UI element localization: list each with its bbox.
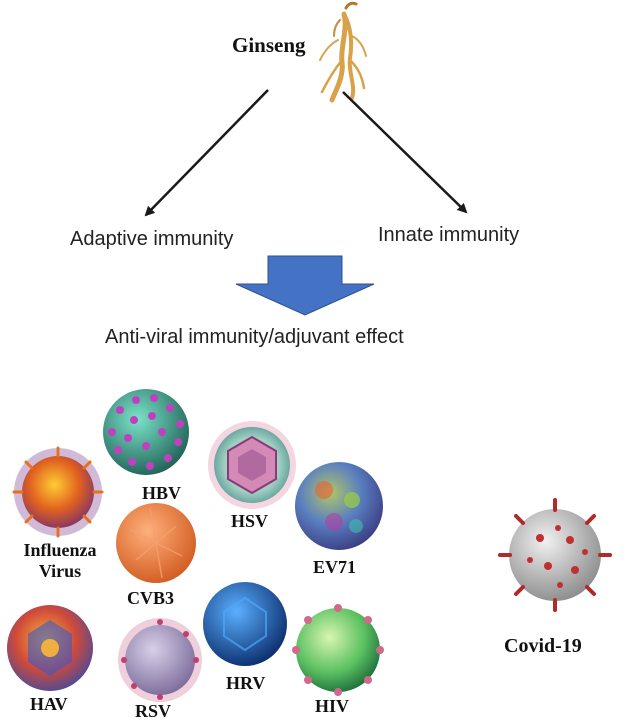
adaptive-immunity-label: Adaptive immunity (70, 228, 234, 250)
antiviral-effect-label: Anti-viral immunity/adjuvant effect (105, 326, 404, 348)
ginseng-label: Ginseng (232, 33, 306, 57)
hsv-virus-icon (208, 421, 296, 509)
hbv-label: HBV (142, 483, 182, 503)
hrv-virus-icon (203, 582, 287, 666)
ginseng-root-icon (319, 1, 367, 103)
cvb3-label: CVB3 (127, 588, 175, 608)
hbv-virus-icon (103, 389, 189, 475)
influenza-virus-icon (12, 446, 104, 538)
rsv-label: RSV (135, 701, 172, 721)
cvb3-virus-icon (116, 503, 196, 583)
covid-19-virus-icon (498, 498, 612, 612)
innate-immunity-label: Innate immunity (378, 224, 520, 246)
ev71-virus-icon (295, 462, 383, 550)
covid-19-label: Covid-19 (504, 635, 582, 657)
rsv-virus-icon (118, 618, 202, 702)
influenza-label: Influenza Virus (6, 540, 114, 582)
influenza-label-line1: Influenza (23, 540, 97, 560)
hiv-label: HIV (315, 696, 350, 716)
hav-label: HAV (30, 694, 68, 714)
hrv-label: HRV (226, 673, 266, 693)
hsv-label: HSV (231, 511, 269, 531)
arrow-to-adaptive (144, 89, 269, 217)
arrow-to-innate (342, 91, 468, 214)
block-arrow-down (235, 255, 375, 316)
influenza-label-line2: Virus (38, 561, 82, 581)
hiv-virus-icon (292, 604, 384, 696)
hav-virus-icon (7, 605, 93, 691)
ev71-label: EV71 (313, 557, 357, 577)
